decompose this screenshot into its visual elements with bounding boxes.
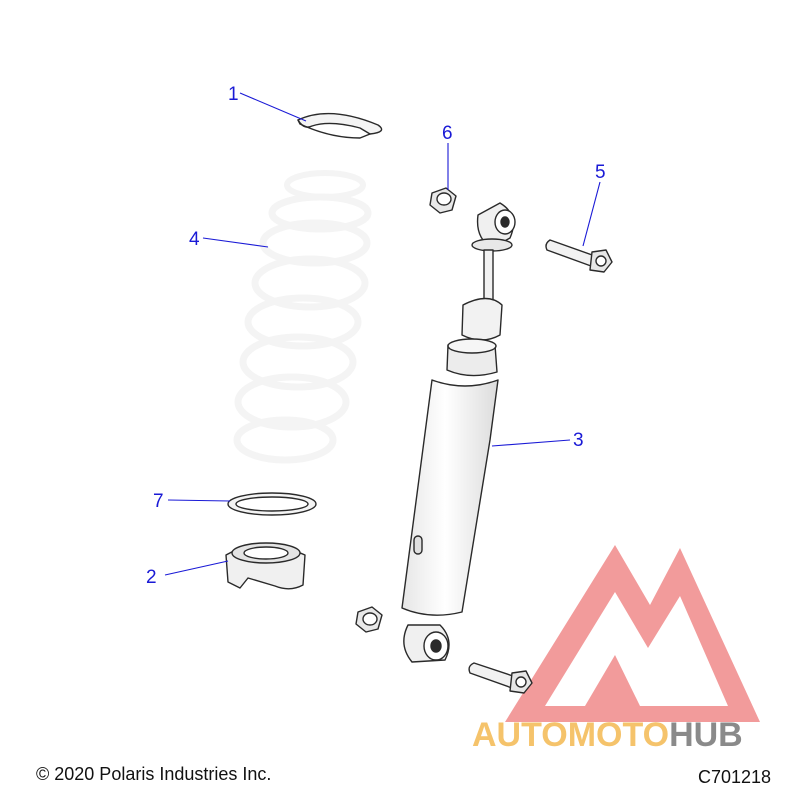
lower-spring-seat-part xyxy=(225,542,306,590)
callout-5: 5 xyxy=(595,162,606,183)
leader-line-2 xyxy=(164,560,229,576)
callout-2: 2 xyxy=(146,567,157,588)
drawing-number: C701218 xyxy=(698,767,772,787)
callout-7: 7 xyxy=(153,491,164,512)
callout-6: 6 xyxy=(442,123,453,144)
copyright-text: © 2020 Polaris Industries Inc. xyxy=(36,764,272,784)
leader-line-7 xyxy=(167,499,231,502)
coil-spring-part xyxy=(233,170,372,464)
callout-3: 3 xyxy=(573,430,584,451)
watermark-text: AUTOMOTOHUB xyxy=(472,716,743,755)
spring-retainer-part xyxy=(297,112,383,139)
automotohub-logo-icon xyxy=(505,545,760,722)
callout-1: 1 xyxy=(228,84,239,105)
watermark-hub: HUB xyxy=(669,716,743,754)
watermark-auto-moto: AUTOMOTO xyxy=(472,716,670,754)
bushing-part xyxy=(429,187,457,214)
lower-bushing-part xyxy=(355,606,383,633)
washer-ring-part xyxy=(227,492,317,516)
shock-absorber-part xyxy=(401,202,516,663)
leader-line-4 xyxy=(202,237,269,248)
leader-line-3 xyxy=(491,439,571,447)
callout-4: 4 xyxy=(189,229,200,250)
upper-bolt-part xyxy=(545,239,613,273)
leader-line-5 xyxy=(582,181,601,247)
lower-bolt-part xyxy=(468,662,533,694)
leader-line-1 xyxy=(239,92,307,122)
